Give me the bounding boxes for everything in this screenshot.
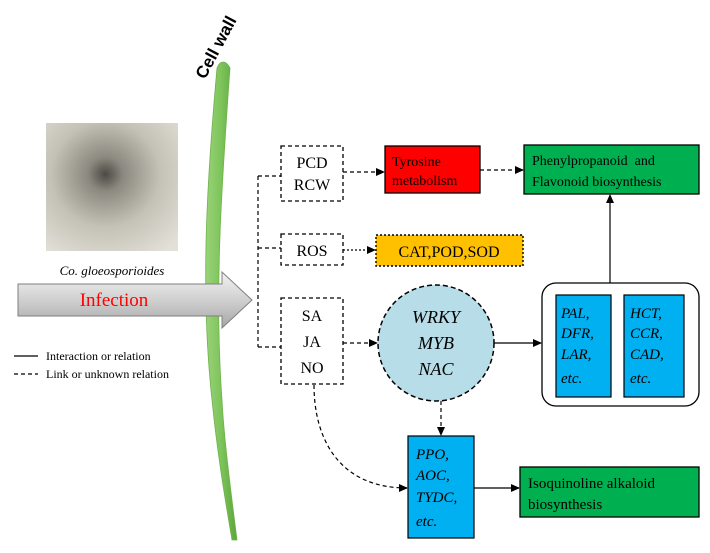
genes-left-box (555, 294, 612, 398)
ja-label: JA (303, 334, 321, 351)
isoquinoline-box (519, 466, 700, 518)
sa-ja-no-box (280, 297, 344, 385)
gene-lar: LAR, (560, 347, 591, 363)
infection-arrow (17, 270, 253, 330)
cat-pod-sod-label: CAT,POD,SOD (398, 244, 499, 261)
pcd-label: PCD (296, 155, 327, 172)
gene-dfr: DFR, (560, 326, 594, 342)
tyrosine-label-2: metabolism (392, 174, 457, 189)
ros-box (280, 233, 344, 266)
no-label: NO (300, 360, 323, 377)
ros-label: ROS (296, 243, 327, 260)
infection-label: Infection (80, 290, 149, 311)
phenylpropanoid-label-2: Flavonoid biosynthesis (532, 175, 662, 190)
gene-cad: CAD, (630, 347, 664, 363)
gene-aoc: AOC, (415, 468, 450, 484)
tyrosine-label-1: Tyrosine (392, 155, 441, 170)
isoquinoline-label-1: Isoquinoline alkaloid (528, 476, 656, 492)
phenylpropanoid-box (523, 144, 700, 195)
gene-tydc: TYDC, (416, 490, 457, 506)
genes-bottom-box (407, 435, 475, 539)
legend-dashed-text: Link or unknown relation (46, 367, 169, 381)
sa-label: SA (302, 308, 323, 325)
isoquinoline-label-2: biosynthesis (528, 497, 602, 513)
genes-right-box (623, 294, 685, 398)
tf-nac: NAC (417, 359, 454, 379)
gene-pal: PAL, (560, 306, 589, 322)
tf-wrky: WRKY (412, 307, 462, 327)
genes-right-etc: etc. (630, 371, 651, 387)
gene-ppo: PPO, (415, 447, 449, 463)
gene-ccr: CCR, (630, 326, 663, 342)
signal-bracket (257, 175, 281, 348)
cell-wall-label: Cell wall (192, 13, 241, 82)
pathogen-name: Co. gloeosporioides (60, 263, 165, 278)
legend-solid-text: Interaction or relation (46, 349, 151, 363)
pcd-rcw-box (280, 145, 344, 202)
genes-bottom-etc: etc. (416, 514, 437, 530)
pathogen-culture-image (46, 123, 178, 251)
gene-hct: HCT, (629, 306, 662, 322)
phenylpropanoid-label-1: Phenylpropanoid and (532, 154, 655, 169)
arrow-sa-to-bottom-genes (313, 384, 408, 492)
rcw-label: RCW (294, 177, 331, 194)
genes-left-etc: etc. (561, 371, 582, 387)
tf-myb: MYB (417, 333, 454, 353)
cat-pod-sod-box (375, 234, 524, 267)
